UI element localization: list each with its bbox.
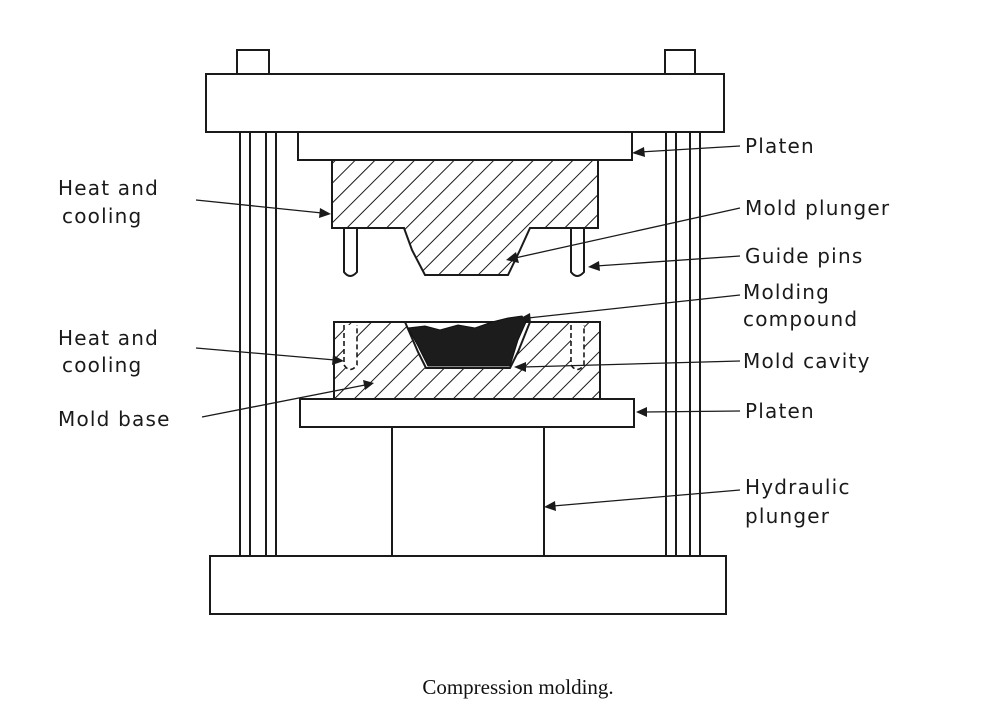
leader-lines (195, 145, 741, 511)
label-platen-bottom: Platen (745, 399, 815, 423)
molding-compound (407, 315, 527, 367)
label-platen-top: Platen (745, 134, 815, 158)
right-tie-rod-inner (665, 131, 677, 557)
label-heat-cooling-top-1: Heat and (58, 176, 159, 200)
lower-platen (299, 398, 635, 428)
top-crosshead (205, 73, 725, 133)
guide-pin-right (570, 227, 585, 277)
guide-pin-hole-right (570, 325, 585, 371)
label-mold-base: Mold base (58, 407, 171, 431)
left-tie-rod-inner (265, 131, 277, 557)
upper-mold-plunger (331, 159, 599, 276)
label-guide-pins: Guide pins (745, 244, 863, 268)
hydraulic-plunger (391, 426, 545, 557)
left-top-bolt (236, 49, 270, 75)
label-hydraulic-plunger-2: plunger (745, 504, 830, 528)
label-molding-compound-2: compound (743, 307, 858, 331)
label-mold-cavity: Mold cavity (743, 349, 871, 373)
figure-caption: Compression molding. (422, 675, 613, 699)
label-hydraulic-plunger-1: Hydraulic (745, 475, 851, 499)
right-tie-rod-outer (689, 131, 701, 557)
label-heat-cooling-top-2: cooling (62, 204, 142, 228)
guide-pin-left (343, 227, 358, 277)
guide-pin-hole-left (343, 325, 358, 371)
label-mold-plunger: Mold plunger (745, 196, 890, 220)
label-molding-compound-1: Molding (743, 280, 830, 304)
machine-base (209, 555, 727, 615)
right-top-bolt (664, 49, 696, 75)
left-tie-rod-outer (239, 131, 251, 557)
label-heat-cooling-bottom-1: Heat and (58, 326, 159, 350)
label-heat-cooling-bottom-2: cooling (62, 353, 142, 377)
upper-platen (297, 131, 633, 161)
